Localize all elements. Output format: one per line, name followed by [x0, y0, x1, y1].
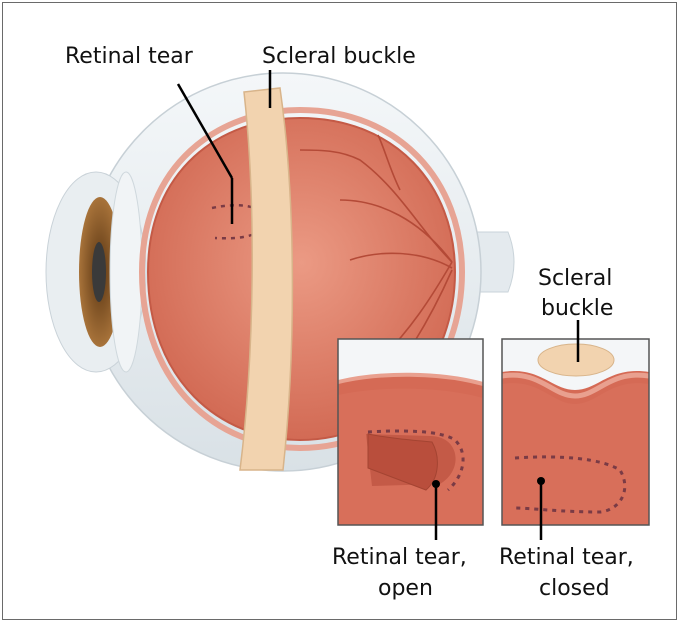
inset-tear-open — [338, 339, 483, 525]
lens — [110, 172, 142, 372]
inset-scleral-buckle — [538, 344, 614, 376]
leader-tear-closed-dot — [537, 477, 545, 485]
label-tear-open-line2: open — [378, 576, 433, 602]
label-tear-closed-line1: Retinal tear, — [499, 545, 634, 571]
label-scleral-buckle: Scleral buckle — [262, 44, 416, 70]
label-inset-buckle-line1: Scleral — [538, 266, 612, 292]
label-retinal-tear: Retinal tear — [65, 44, 193, 70]
label-tear-closed-line2: closed — [539, 576, 610, 602]
leader-tear-open-dot — [432, 480, 440, 488]
label-tear-open-line1: Retinal tear, — [332, 545, 467, 571]
pupil — [92, 242, 106, 302]
label-inset-buckle-line2: buckle — [541, 296, 613, 322]
